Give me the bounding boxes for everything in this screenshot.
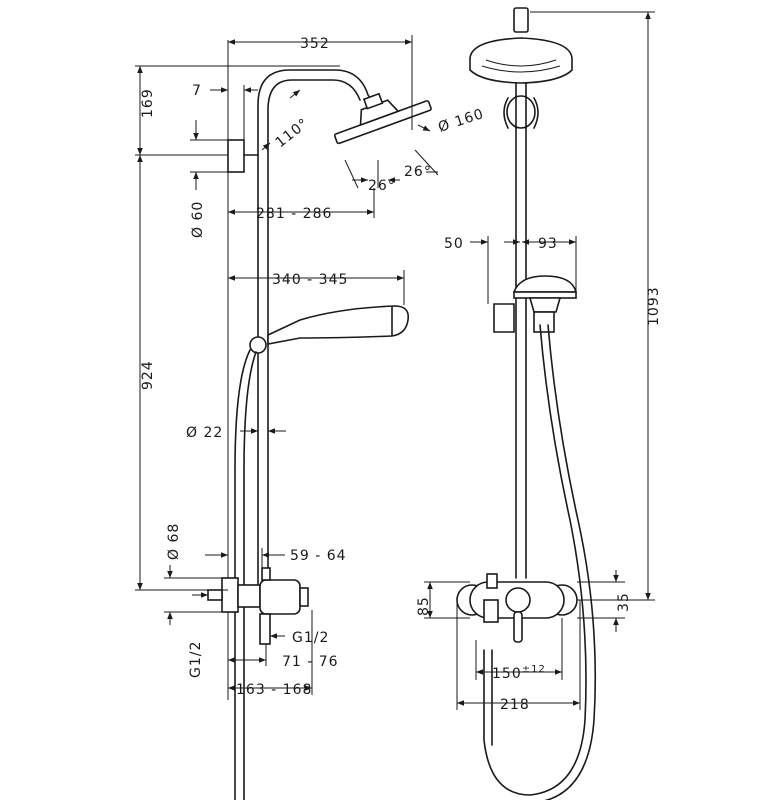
dim-rosette-diameter: Ø 68 — [166, 523, 182, 560]
hose-front-inner — [543, 324, 597, 800]
dim-inlet-thread: G1/2 — [188, 641, 204, 678]
overhead-head-front — [469, 37, 573, 84]
front-view — [456, 7, 597, 800]
spray-line-3 — [414, 149, 439, 176]
side-mixer — [207, 567, 309, 645]
dim-mixer-depth: 71 - 76 — [282, 654, 339, 670]
dim-mixer-width: 218 — [500, 697, 530, 713]
dim-top-height: 169 — [140, 88, 156, 118]
dim-bracket-diameter: Ø 60 — [190, 201, 206, 238]
side-view — [207, 40, 439, 800]
dim-outlet-thread: G1/2 — [292, 630, 329, 646]
dim-spray-angle-left: 26° — [368, 178, 396, 194]
dimension-lines — [135, 11, 655, 710]
dim-head-diameter: Ø 160 — [436, 106, 486, 136]
hose-inner — [243, 351, 257, 800]
dim-center-height: 35 — [616, 592, 632, 612]
wall-bracket-top — [227, 139, 245, 173]
dim-column-height: 924 — [140, 360, 156, 390]
dim-hand-projection: 340 - 345 — [272, 272, 348, 288]
hand-shower-front — [512, 275, 578, 293]
slide-holder-front — [493, 303, 515, 333]
dim-mixer-offset: 59 - 64 — [290, 548, 347, 564]
hose-outer — [234, 349, 251, 800]
top-cap — [513, 7, 529, 33]
dim-pipe-diameter: Ø 22 — [186, 425, 223, 441]
overhead-shower-head — [333, 92, 432, 145]
shower-arm-inner — [267, 79, 361, 151]
front-mixer — [456, 573, 578, 643]
dim-spout-projection: 163 - 168 — [236, 682, 312, 698]
dim-connection-spacing: 150±12 — [492, 664, 546, 682]
dim-spray-angle-right: 26° — [404, 164, 432, 180]
dim-head-projection: 281 - 286 — [256, 206, 332, 222]
dim-total-height: 1093 — [646, 286, 662, 326]
dim-head-angle: 110° — [273, 115, 313, 151]
dim-wall-offset: 7 — [192, 83, 202, 99]
hand-shower — [249, 305, 410, 354]
dim-front-left: 50 — [444, 236, 464, 252]
wall-bracket-front — [506, 95, 536, 129]
hose-front-outer — [483, 324, 587, 796]
slide-holder — [249, 336, 267, 354]
dim-front-right: 93 — [538, 236, 558, 252]
spray-line-1 — [344, 159, 359, 189]
dim-arm-length: 352 — [300, 36, 330, 52]
shower-arm-outer — [257, 69, 373, 156]
dim-mixer-height: 85 — [416, 596, 432, 616]
